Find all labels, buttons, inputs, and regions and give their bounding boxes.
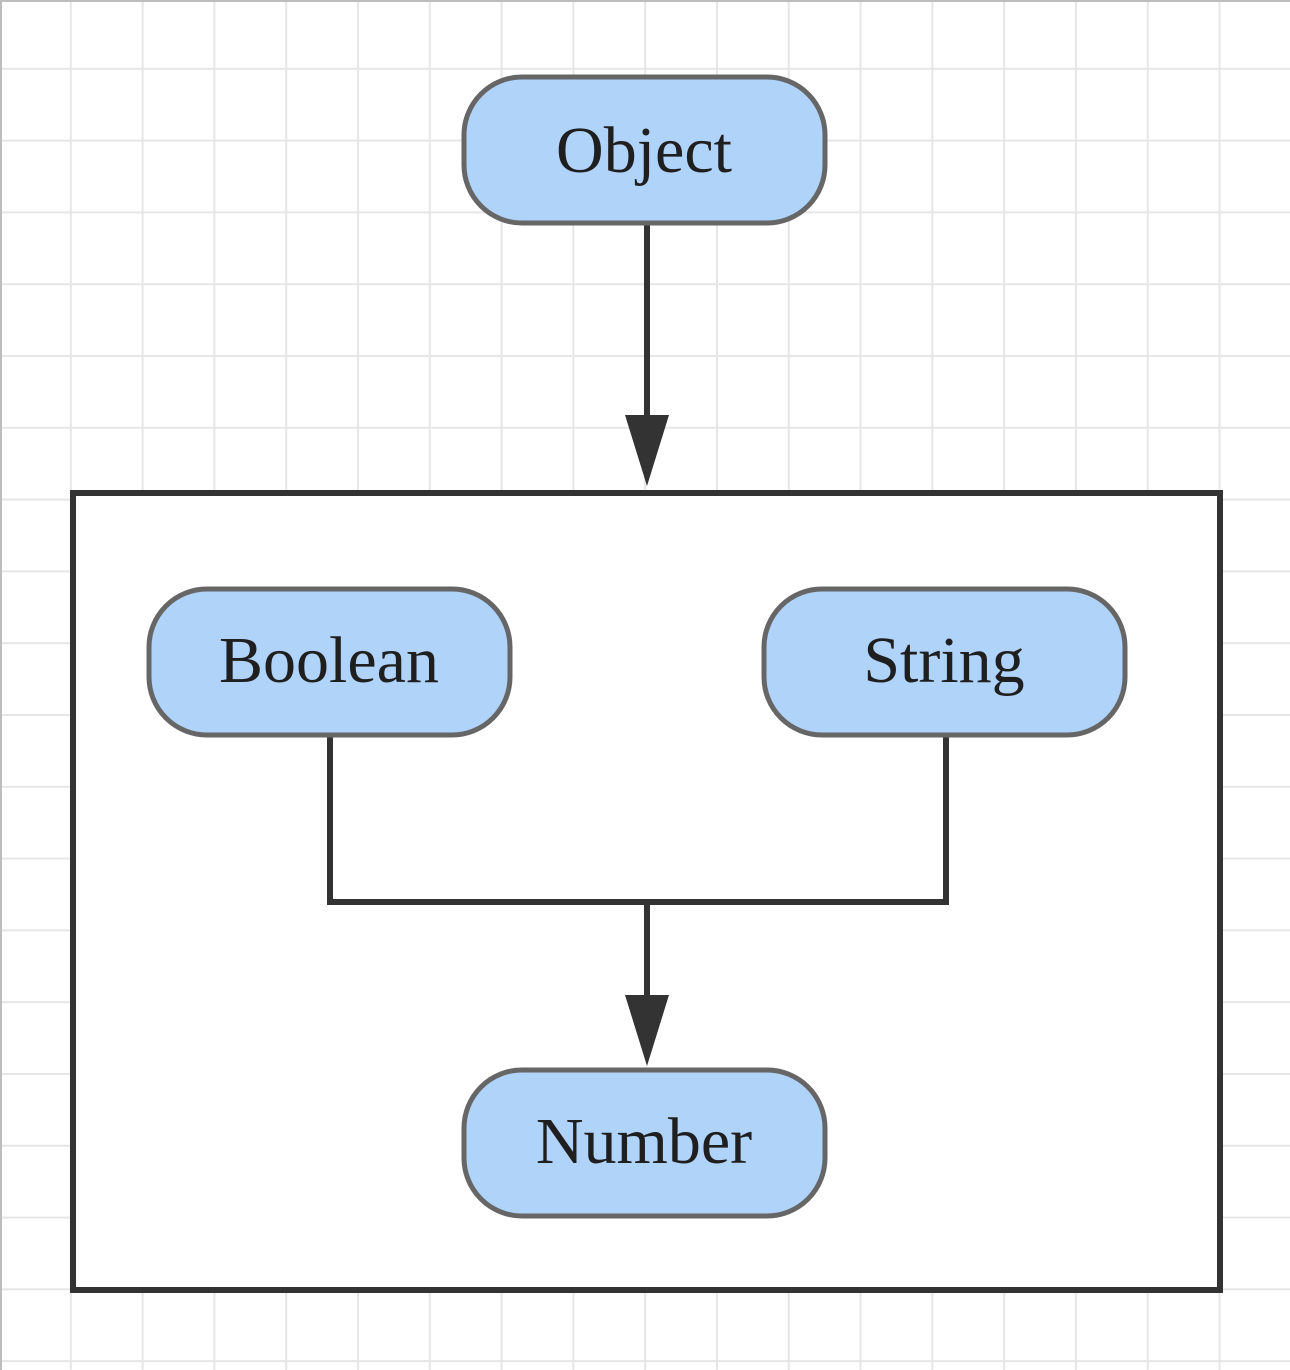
node-string[interactable]: String	[761, 586, 1128, 738]
node-string-label: String	[863, 624, 1024, 697]
node-number[interactable]: Number	[461, 1067, 828, 1219]
edge-merge-to-number[interactable]	[327, 735, 949, 1066]
arrowhead-icon	[625, 415, 669, 486]
node-object-label: Object	[556, 114, 732, 187]
edge-object-to-group[interactable]	[625, 223, 669, 486]
node-object[interactable]: Object	[461, 74, 828, 226]
node-boolean[interactable]: Boolean	[146, 586, 513, 738]
node-number-label: Number	[536, 1105, 752, 1178]
node-boolean-label: Boolean	[219, 624, 439, 697]
arrowhead-icon	[625, 995, 669, 1066]
